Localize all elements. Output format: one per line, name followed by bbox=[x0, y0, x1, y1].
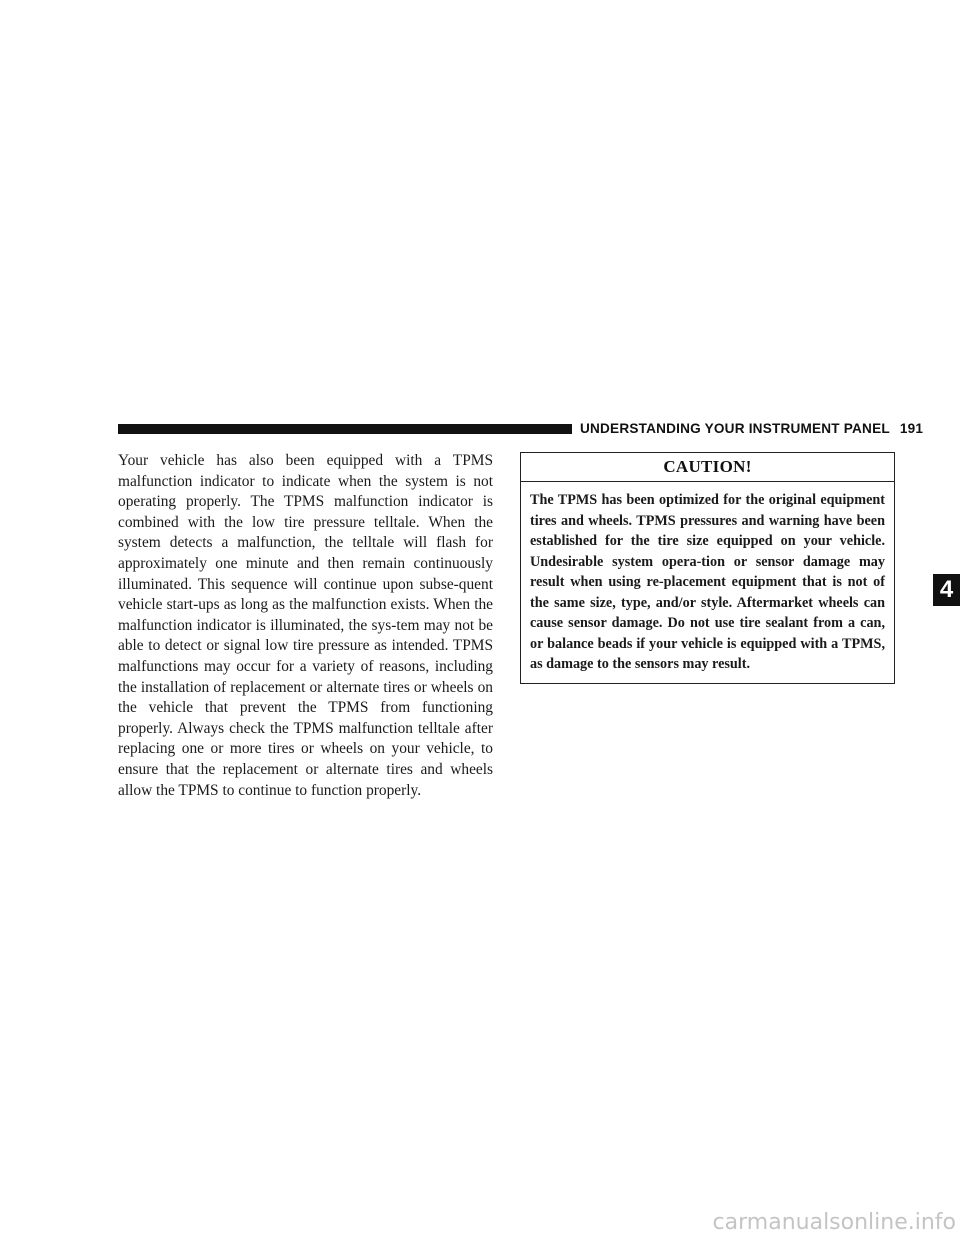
chapter-tab: 4 bbox=[933, 574, 960, 606]
page-number: 191 bbox=[899, 421, 924, 436]
body-paragraph: Your vehicle has also been equipped with… bbox=[118, 452, 493, 799]
section-title: UNDERSTANDING YOUR INSTRUMENT PANEL bbox=[580, 421, 890, 436]
header-rule bbox=[118, 424, 572, 434]
watermark: carmanualsonline.info bbox=[712, 1210, 956, 1235]
caution-text: The TPMS has been optimized for the orig… bbox=[530, 492, 885, 672]
running-header: UNDERSTANDING YOUR INSTRUMENT PANEL 191 bbox=[580, 420, 923, 438]
caution-box: CAUTION! The TPMS has been optimized for… bbox=[520, 452, 895, 684]
caution-title: CAUTION! bbox=[521, 453, 894, 482]
